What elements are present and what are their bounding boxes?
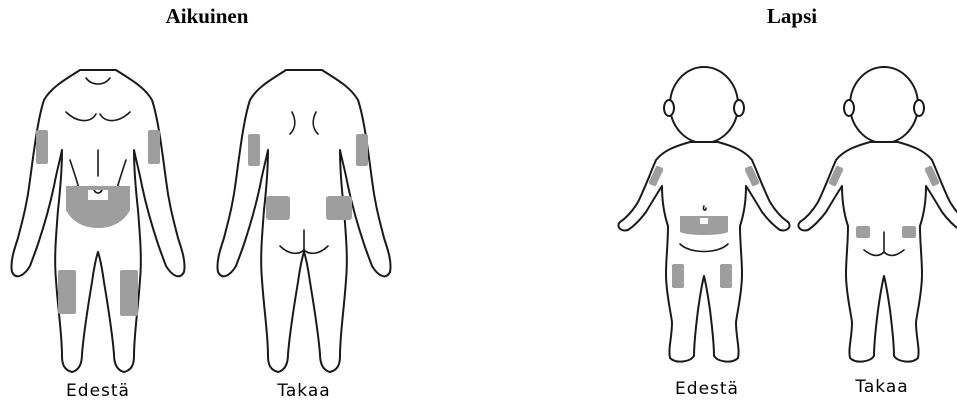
adult-back-caption: Takaa <box>277 381 330 401</box>
child-back-body <box>798 67 957 362</box>
child-back-right-buttock-zone <box>902 226 916 238</box>
child-back-left-buttock-zone <box>856 226 870 238</box>
child-front-caption: Edestä <box>675 379 739 399</box>
adult-front-caption: Edestä <box>66 381 130 401</box>
child-back-caption: Takaa <box>855 377 908 397</box>
